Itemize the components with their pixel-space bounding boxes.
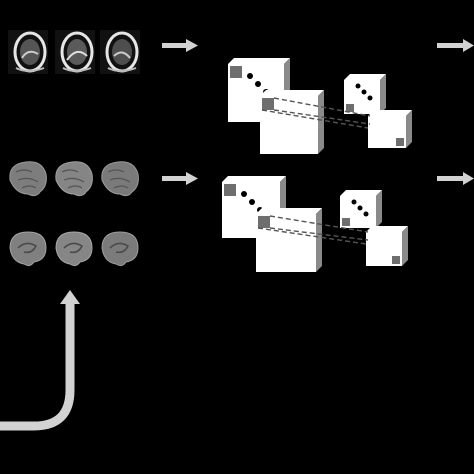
- kernel-patch: [230, 66, 242, 78]
- mri-thumbnail: [8, 30, 48, 74]
- input-arrow-middle: [162, 172, 198, 185]
- brain-thumbnail: [101, 231, 139, 267]
- output-arrow-middle: [437, 172, 474, 185]
- brain-thumbnail: [55, 161, 93, 197]
- brain-thumbnail: [55, 231, 93, 267]
- feature-volume: [256, 208, 322, 272]
- kernel-patch: [262, 98, 274, 110]
- feature-volume: [368, 110, 412, 148]
- brain-thumbnail: [9, 231, 47, 267]
- feature-volume: [260, 90, 324, 154]
- kernel-patch: [396, 138, 404, 146]
- kernel-patch: [258, 216, 270, 228]
- input-arrow-top: [162, 39, 198, 52]
- kernel-patch: [342, 218, 350, 226]
- output-arrow-top: [437, 39, 474, 52]
- mri-thumbnail: [55, 30, 95, 74]
- feature-volume: [340, 190, 382, 228]
- mri-thumbnail: [100, 30, 140, 74]
- kernel-patch: [224, 184, 236, 196]
- brain-thumbnail: [101, 161, 139, 197]
- kernel-projection-lines: [257, 215, 369, 245]
- feature-volume: [366, 226, 408, 266]
- cnn-stage-bottom: [222, 176, 408, 272]
- mri-row-top: [8, 30, 140, 74]
- feedback-arrow: [0, 290, 80, 431]
- feature-volume: [344, 74, 386, 114]
- kernel-patch: [346, 104, 354, 112]
- brain-thumbnail: [9, 161, 47, 197]
- cnn-stage-top: [228, 58, 412, 154]
- brain-row-bottom: [9, 231, 139, 267]
- brain-row-middle: [9, 161, 139, 197]
- kernel-projection-lines: [261, 97, 371, 129]
- kernel-patch: [392, 256, 400, 264]
